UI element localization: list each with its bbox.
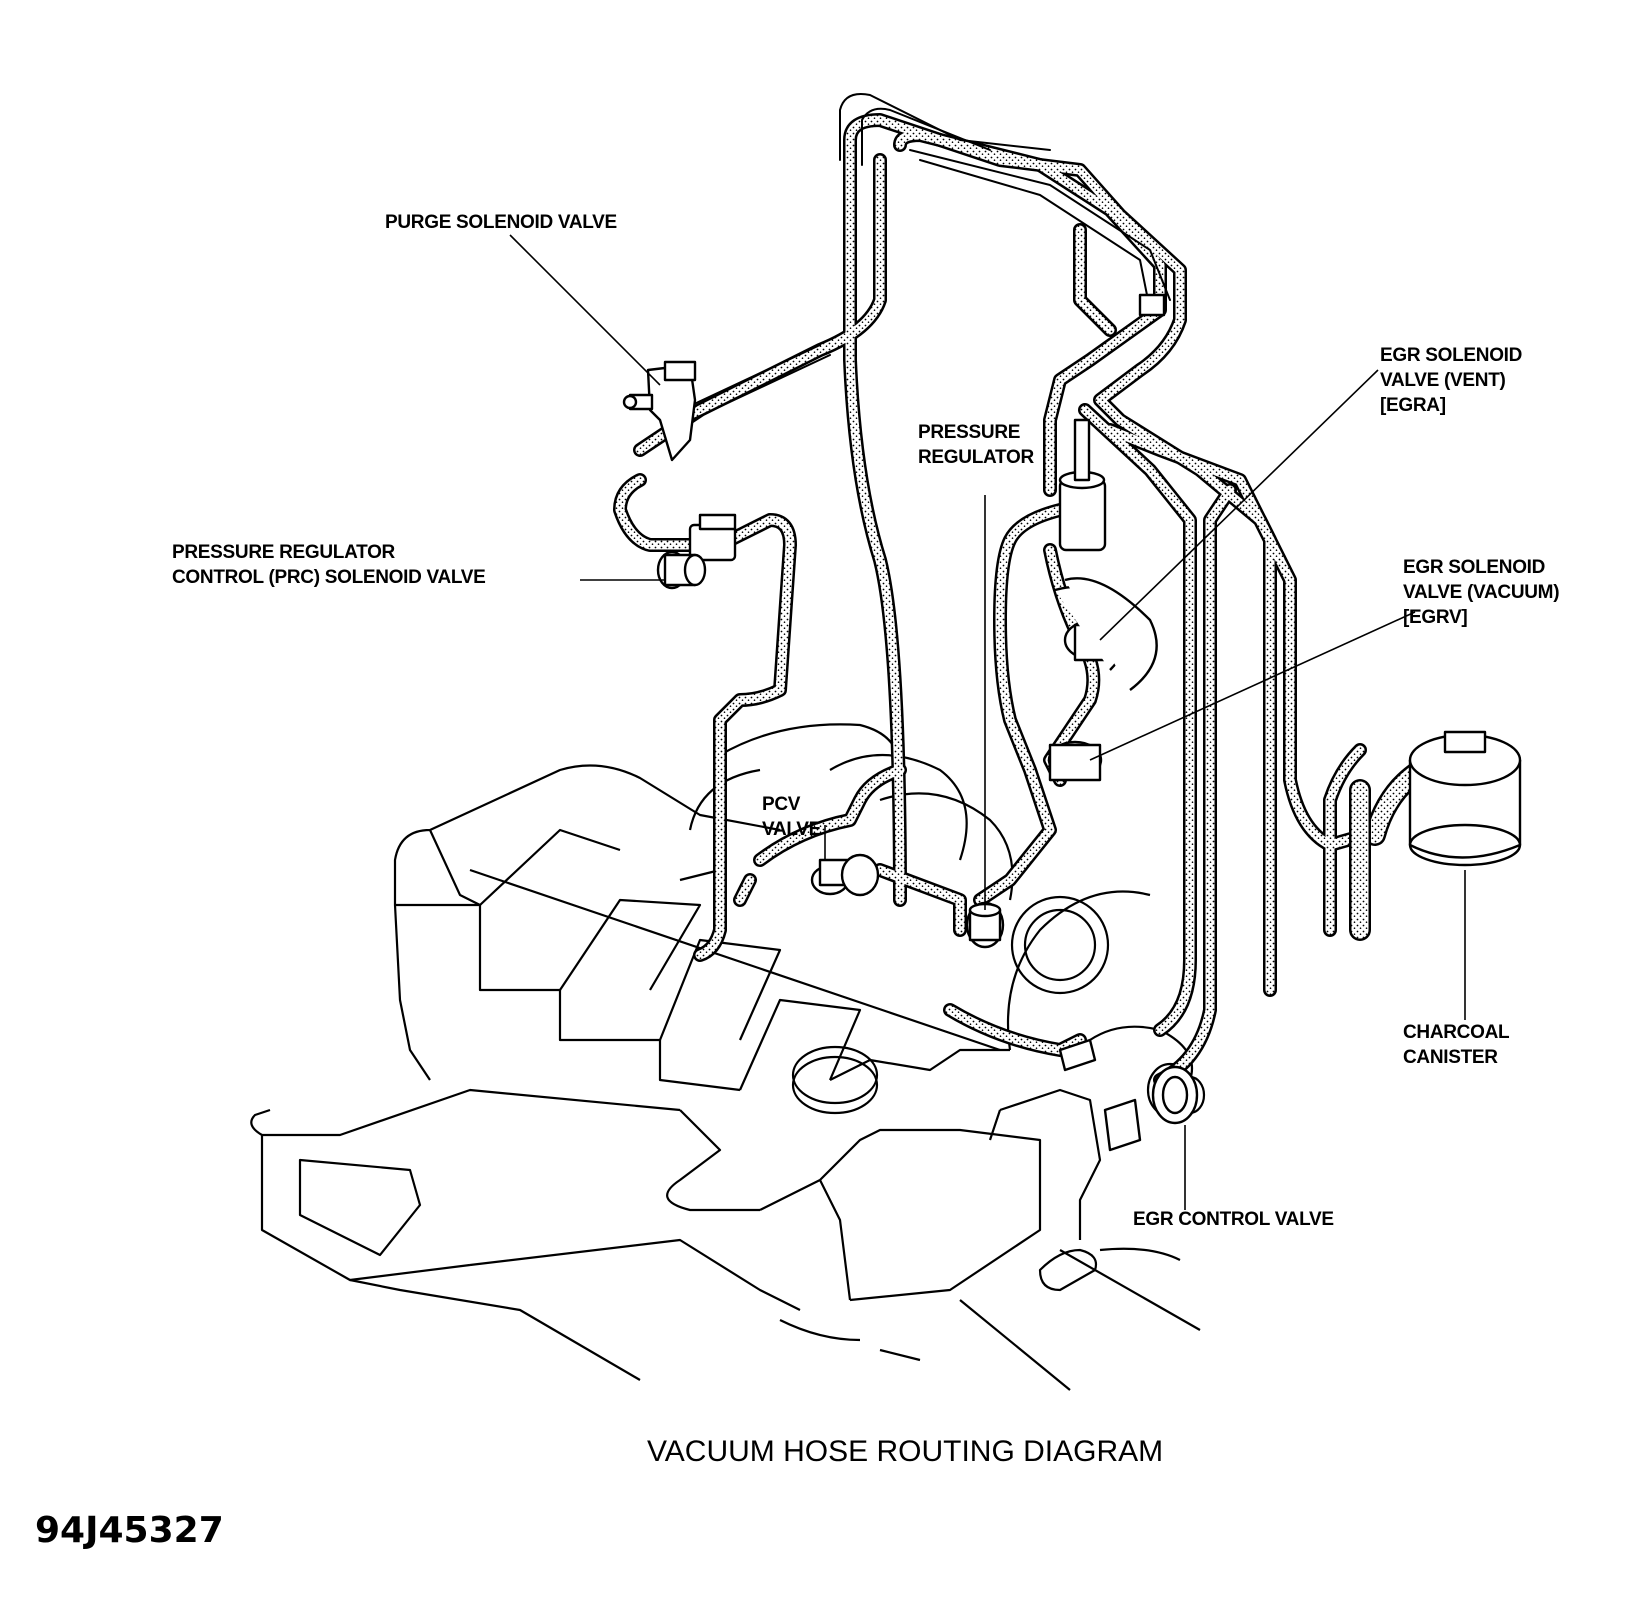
egr-vacuum-label-line-2: VALVE (VACUUM): [1403, 582, 1560, 603]
purge-solenoid-valve: [622, 360, 697, 462]
egr-control-valve-label: EGR CONTROL VALVE: [1133, 1207, 1334, 1232]
pressure-regulator-label: PRESSURE REGULATOR: [918, 420, 1034, 470]
purge-solenoid-label-text: PURGE SOLENOID VALVE: [385, 212, 617, 233]
engine-body: [250, 723, 1206, 1391]
figure-code: 94J45327: [35, 1510, 224, 1551]
pressure-regulator-label-line-1: PRESSURE: [918, 422, 1021, 443]
egr-vacuum-label-line-1: EGR SOLENOID: [1403, 557, 1546, 578]
egr-vent-label-line-2: VALVE (VENT): [1380, 370, 1506, 391]
charcoal-canister: [1408, 730, 1522, 867]
egr-vent-label-line-3: [EGRA]: [1380, 395, 1446, 416]
leader-lines: [509, 234, 1466, 1210]
egr-vacuum-label-line-3: [EGRV]: [1403, 607, 1468, 628]
purge-solenoid-label: PURGE SOLENOID VALVE: [385, 210, 617, 235]
charcoal-canister-label: CHARCOAL CANISTER: [1403, 1020, 1510, 1070]
egr-vent-label: EGR SOLENOID VALVE (VENT) [EGRA]: [1380, 343, 1522, 418]
diagram-caption: VACUUM HOSE ROUTING DIAGRAM: [647, 1435, 1164, 1468]
components: [622, 293, 1522, 1152]
prc-solenoid-label: PRESSURE REGULATOR CONTROL (PRC) SOLENOI…: [172, 540, 486, 590]
egr-vacuum-label: EGR SOLENOID VALVE (VACUUM) [EGRV]: [1403, 555, 1560, 630]
charcoal-canister-label-line-1: CHARCOAL: [1403, 1022, 1510, 1043]
charcoal-canister-label-line-2: CANISTER: [1403, 1047, 1498, 1068]
pcv-valve-label-line-1: PCV: [762, 794, 801, 815]
egr-control-valve: [1103, 1065, 1199, 1152]
pressure-regulator-label-line-2: REGULATOR: [918, 447, 1034, 468]
vacuum-hoses: [613, 93, 1451, 1087]
prc-solenoid-label-line-1: PRESSURE REGULATOR: [172, 542, 395, 563]
prc-solenoid-label-line-2: CONTROL (PRC) SOLENOID VALVE: [172, 567, 486, 588]
pcv-valve: [810, 853, 880, 897]
pcv-valve-label-line-2: VALVE: [762, 819, 822, 840]
prc-solenoid-valve: [656, 513, 737, 590]
egr-control-valve-label-text: EGR CONTROL VALVE: [1133, 1209, 1334, 1230]
egr-vent-label-line-1: EGR SOLENOID: [1380, 345, 1523, 366]
egr-solenoid-stack: [1047, 293, 1166, 782]
pcv-valve-label: PCV VALVE: [762, 792, 821, 842]
